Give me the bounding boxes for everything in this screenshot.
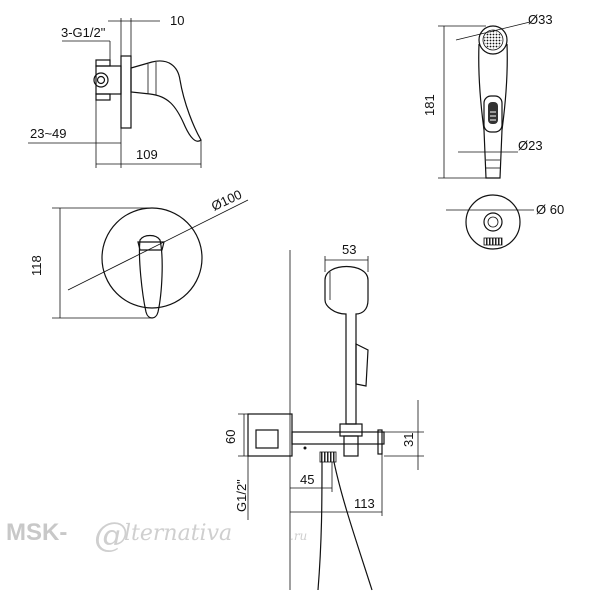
svg-text:.ru: .ru: [290, 529, 307, 543]
dim-holder-diameter: Ø 60: [536, 202, 564, 217]
holder-plan-view: [446, 194, 534, 250]
dim-outlet-thread: G1/2": [234, 479, 249, 512]
dim-rosette-diameter: Ø100: [209, 187, 244, 214]
dim-shower-length: 181: [422, 94, 437, 116]
valve-side-view: [28, 18, 202, 168]
assembly-view: [238, 250, 424, 591]
dim-thread-top: 3-G1/2": [61, 25, 106, 40]
svg-text:MSK-: MSK-: [6, 519, 67, 546]
valve-front-view: [52, 199, 249, 319]
dim-head-diameter: Ø33: [528, 12, 553, 27]
dim-bracket-height: 31: [401, 433, 416, 447]
dim-rosette-height: 118: [29, 255, 44, 276]
dim-plate-thickness: 10: [170, 13, 184, 28]
dim-valve-length: 109: [136, 147, 158, 162]
dim-offset-45: 45: [300, 472, 314, 487]
dim-outlet-height: 60: [223, 430, 238, 444]
dim-offset-113: 113: [354, 496, 375, 511]
dim-wall-depth: 23~49: [30, 126, 67, 141]
svg-text:@: @: [94, 515, 128, 555]
svg-text:lternativa: lternativa: [124, 521, 232, 546]
dim-holder-width: 53: [342, 242, 356, 257]
watermark-logo: MSK- @ lternativa .ru: [6, 515, 307, 555]
hand-shower-view: [438, 21, 531, 179]
dim-grip-diameter: Ø23: [518, 138, 543, 153]
